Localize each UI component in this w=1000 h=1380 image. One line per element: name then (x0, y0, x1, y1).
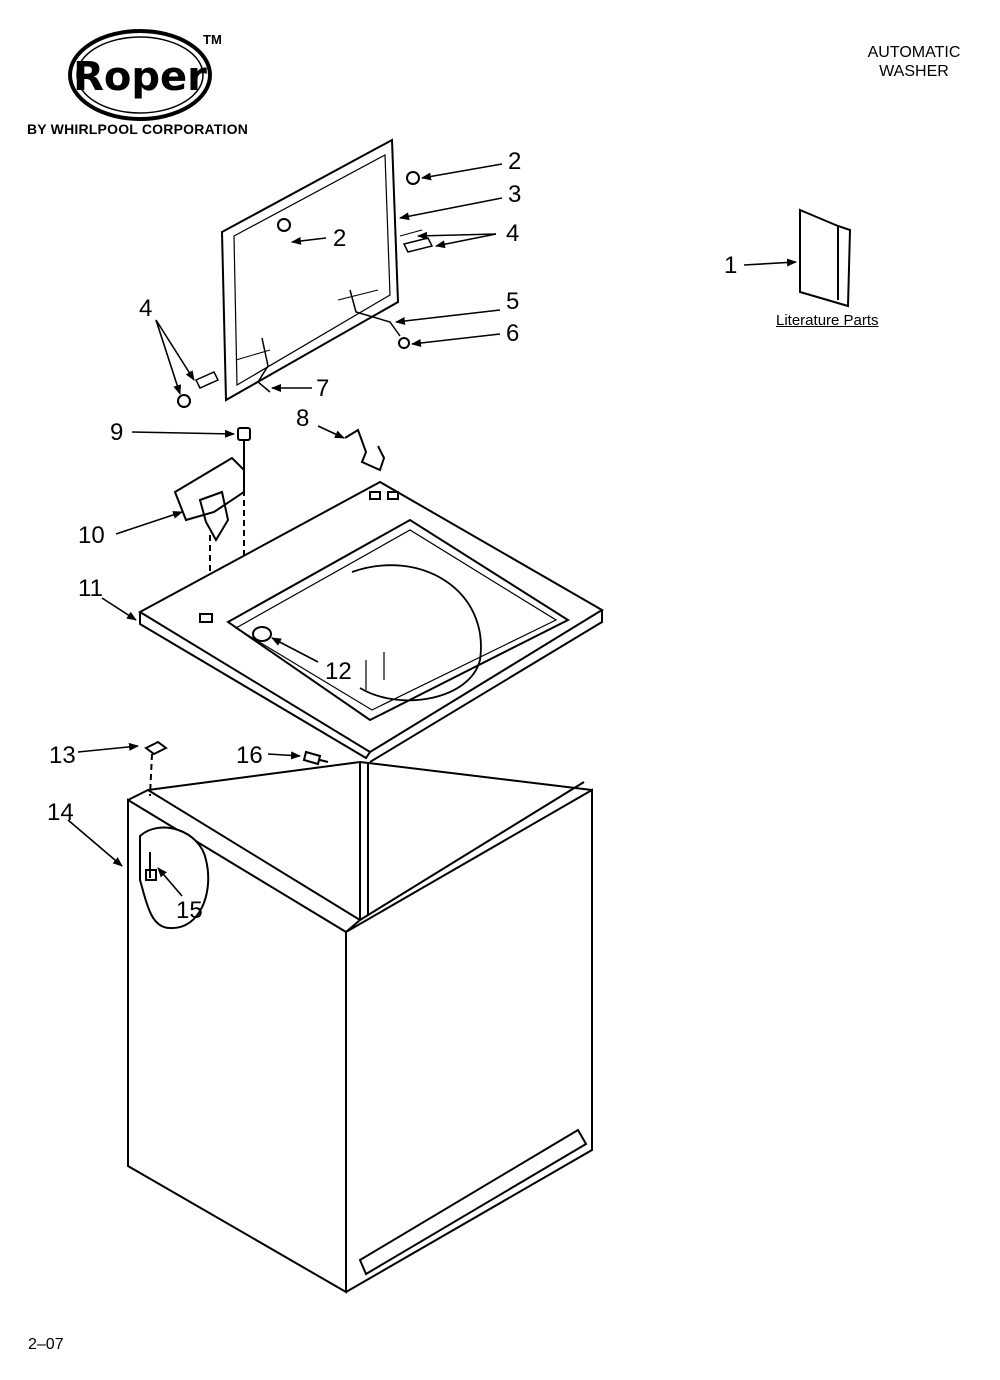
logo-word: Roper (73, 54, 207, 100)
lid-assembly (177, 138, 434, 408)
brand-subtitle: BY WHIRLPOOL CORPORATION (27, 121, 249, 137)
callout-10: 10 (78, 522, 105, 549)
callout-2-bumper-left: 2 (333, 225, 347, 252)
callout-14: 14 (47, 799, 74, 826)
page-title: AUTOMATIC WASHER (858, 43, 970, 81)
callout-8: 8 (296, 405, 310, 432)
callout-15: 15 (176, 897, 203, 924)
cabinet (127, 740, 593, 1294)
hinge-clip (344, 428, 386, 472)
callout-12: 12 (325, 658, 352, 685)
literature-parts-label: Literature Parts (776, 312, 879, 329)
callout-13: 13 (49, 742, 76, 769)
callout-7: 7 (316, 375, 330, 402)
roper-logo: Roper TM (68, 29, 222, 121)
callout-1: 1 (724, 252, 738, 279)
page-number: 2–07 (28, 1336, 64, 1353)
callout-4-right: 4 (506, 220, 520, 247)
callout-4-left: 4 (139, 295, 153, 322)
trademark-mark: TM (203, 32, 222, 47)
literature-booklet (799, 208, 852, 308)
callout-5: 5 (506, 288, 520, 315)
callout-6: 6 (506, 320, 520, 347)
callout-11: 11 (78, 575, 103, 602)
callout-9: 9 (110, 419, 124, 446)
title-line-2: WASHER (879, 63, 949, 80)
callout-2-bumper: 2 (508, 148, 522, 175)
callout-16: 16 (236, 742, 263, 769)
leader-lines (67, 163, 797, 897)
callout-3: 3 (508, 181, 522, 208)
title-line-1: AUTOMATIC (867, 44, 961, 61)
top-panel (137, 480, 604, 763)
